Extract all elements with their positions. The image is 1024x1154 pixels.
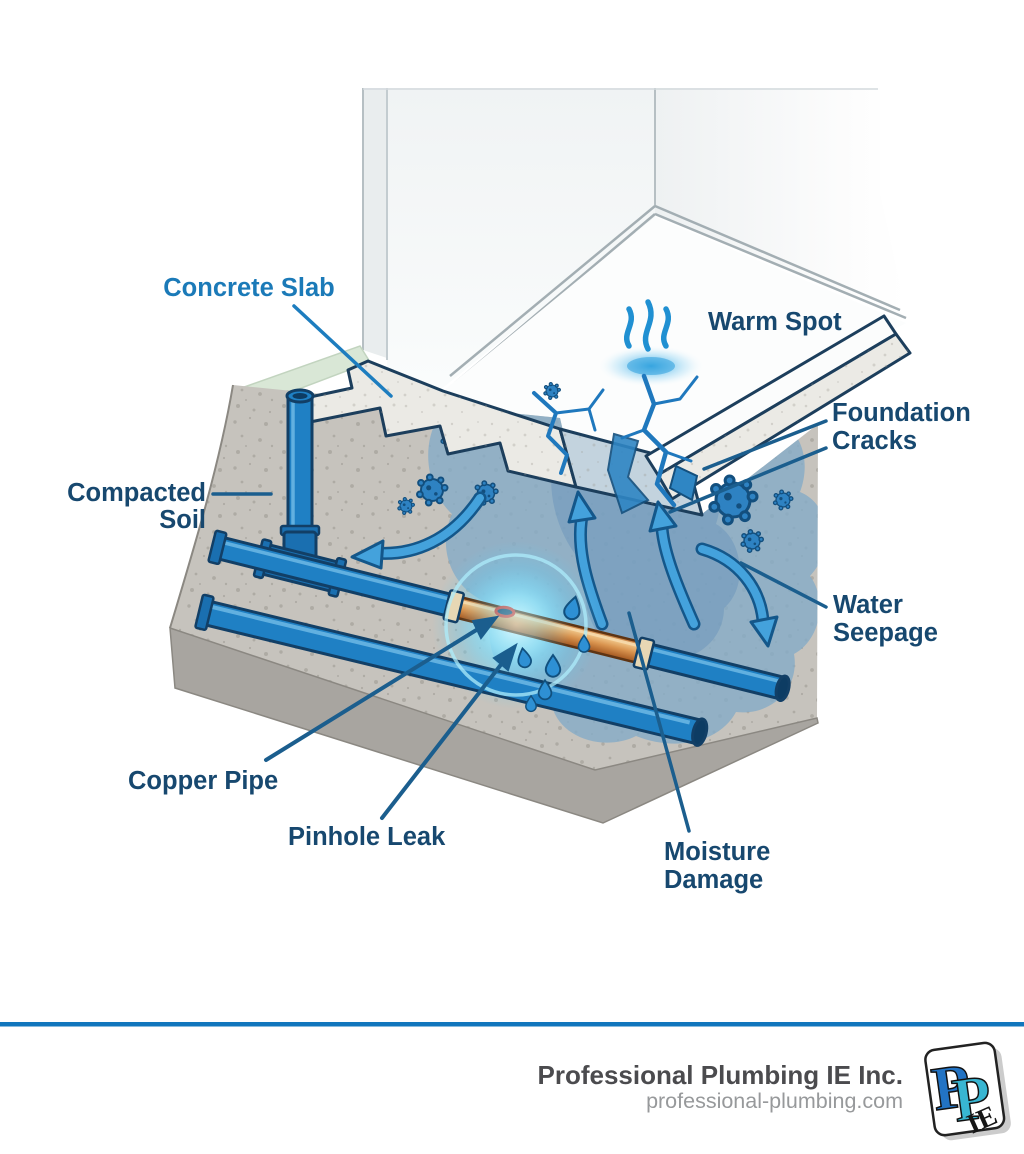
pipe-coupling: [442, 589, 465, 624]
foundation-cracks-leader: [702, 419, 828, 471]
company-logo-icon: P P IE: [924, 1041, 1011, 1140]
compacted-soil-label: Compacted: [67, 479, 206, 507]
concrete-slab-label: Concrete Slab: [163, 274, 334, 302]
leak-glow-ring: [444, 553, 588, 697]
room-floor: [443, 217, 906, 457]
footer-website: professional-plumbing.com: [646, 1089, 903, 1113]
footer-company-name: Professional Plumbing IE Inc.: [537, 1060, 903, 1090]
footer-divider: [0, 1022, 1024, 1027]
foundation-cracks-leader: [668, 446, 828, 514]
water-seepage-label: Seepage: [833, 619, 938, 647]
moisture-damage-label: Damage: [664, 866, 763, 894]
arrow-down-right-icon: [749, 615, 779, 648]
foundation-cracks-label: Cracks: [832, 427, 917, 455]
arrow-up-icon: [567, 490, 597, 524]
wall-pillar: [363, 88, 387, 358]
compacted-soil-label: Soil: [159, 506, 206, 534]
moisture-damage-leader: [627, 611, 691, 833]
arrow-left-icon: [350, 539, 385, 570]
warm-spot-label: Warm Spot: [708, 308, 842, 336]
arrow-up-icon: [648, 500, 678, 533]
concrete-slab-leader: [292, 304, 393, 398]
leak-glow-core: [460, 569, 572, 681]
copper-pipe-label: Copper Pipe: [128, 767, 278, 795]
pinhole-leak-leader: [380, 660, 505, 820]
pinhole-leak-label: Pinhole Leak: [288, 823, 446, 851]
footer: Professional Plumbing IE Inc. profession…: [0, 1022, 1024, 1140]
room-walls: [362, 88, 908, 390]
diagram-labels: Concrete Slab Warm Spot Foundation Crack…: [67, 274, 971, 894]
vertical-pipe: [279, 388, 321, 574]
leader-lines: [211, 304, 828, 833]
right-wall: [655, 88, 908, 318]
copper-pipe-arrowhead-icon: [471, 615, 500, 640]
soil-front-face: [169, 626, 819, 824]
left-wall: [387, 88, 655, 390]
logo-letter-p1: P: [928, 1052, 975, 1125]
water-seepage-leader: [739, 561, 828, 609]
foundation-cracks-graphic: [532, 373, 699, 515]
copper-pipe-leader: [264, 627, 480, 762]
moisture-damage-label: Moisture: [664, 838, 770, 866]
foundation-cracks-label: Foundation: [832, 399, 971, 427]
steam-icon: [624, 299, 671, 352]
warm-spot-icon: [597, 299, 705, 387]
pinhole-leak-arrowhead-icon: [492, 642, 518, 672]
concrete-slab-cutaway: [294, 314, 912, 517]
logo-letter-p2: P: [949, 1063, 996, 1136]
water-seepage-label: Water: [833, 591, 903, 619]
